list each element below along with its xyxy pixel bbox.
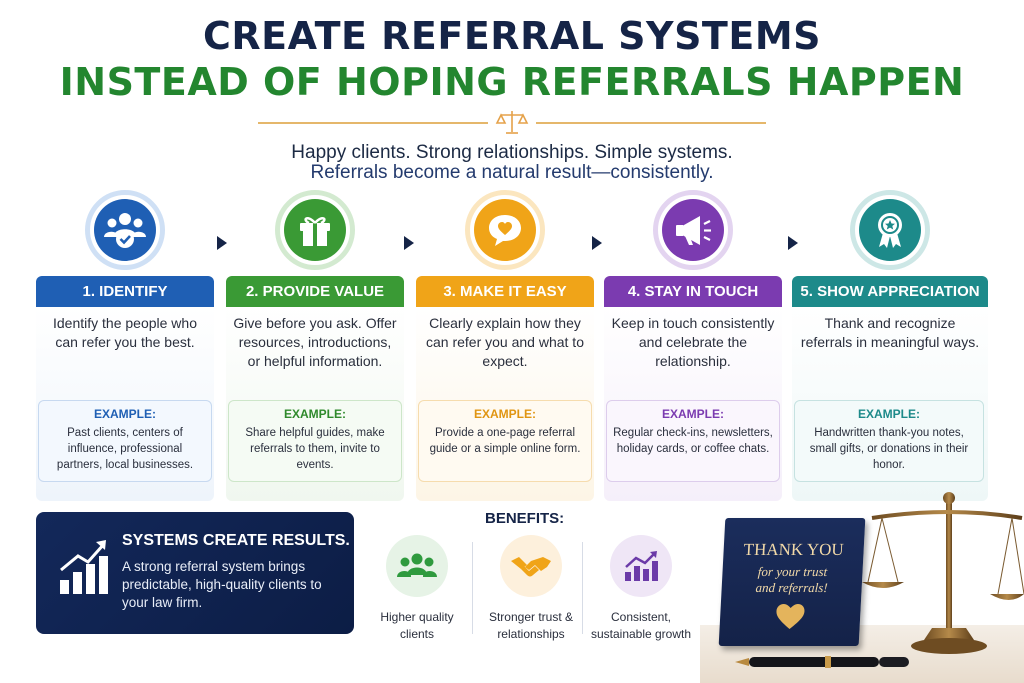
step-description: Thank and recognize referrals in meaning… (800, 315, 980, 350)
example-label: EXAMPLE: (857, 407, 920, 421)
tagline-line-2: Referrals become a natural result—consis… (310, 162, 714, 183)
example-text: Past clients, centers of influence, prof… (56, 427, 194, 471)
results-panel: SYSTEMS CREATE RESULTS. A strong referra… (36, 512, 354, 634)
results-text: A strong referral system brings predicta… (122, 559, 322, 610)
main-title-line-2: INSTEAD OF HOPING REFERRALS HAPPEN (59, 60, 965, 104)
step-description: Give before you ask. Offer resources, in… (233, 315, 397, 369)
handshake-icon (500, 535, 562, 597)
example-text: Regular check-ins, newsletters, holiday … (613, 427, 773, 455)
benefit-item: Stronger trust & relationships (476, 535, 586, 643)
pen-icon (735, 656, 909, 668)
growth-chart-icon (60, 540, 108, 594)
step-description: Clearly explain how they can refer you a… (426, 315, 584, 369)
example-text: Share helpful guides, make referrals to … (245, 427, 385, 471)
thank-you-line-2: for your trust (757, 564, 828, 579)
example-box: EXAMPLE: Share helpful guides, make refe… (228, 400, 402, 482)
megaphone-icon (662, 199, 724, 261)
main-title-line-1: CREATE REFERRAL SYSTEMS (203, 14, 821, 58)
example-text: Provide a one-page referral guide or a s… (429, 427, 581, 455)
people-check-icon (94, 199, 156, 261)
thank-you-heading: THANK YOU (743, 540, 845, 559)
benefit-item: Higher quality clients (362, 535, 472, 643)
award-ribbon-icon (859, 199, 921, 261)
arrow-right-icon (404, 236, 414, 250)
step-description: Keep in touch consistently and celebrate… (611, 315, 775, 369)
results-title: SYSTEMS CREATE RESULTS. (122, 532, 350, 549)
step-header: 5. SHOW APPRECIATION (792, 276, 988, 307)
tagline-line-1: Happy clients. Strong relationships. Sim… (291, 142, 733, 163)
example-text: Handwritten thank-you notes, small gifts… (809, 427, 969, 471)
benefit-label: Stronger trust & relationships (488, 610, 574, 641)
group-icon (386, 535, 448, 597)
scales-of-justice-icon (495, 111, 529, 134)
scales-of-justice-icon (862, 492, 1024, 654)
step-header: 3. MAKE IT EASY (416, 276, 594, 307)
example-label: EXAMPLE: (661, 407, 724, 421)
benefit-divider (582, 542, 583, 634)
title-divider-right (536, 122, 766, 124)
example-label: EXAMPLE: (93, 407, 156, 421)
step-header: 1. IDENTIFY (36, 276, 214, 307)
example-box: EXAMPLE: Regular check-ins, newsletters,… (606, 400, 780, 482)
example-box: EXAMPLE: Provide a one-page referral gui… (418, 400, 592, 482)
step-header: 4. STAY IN TOUCH (604, 276, 782, 307)
benefit-label: Higher quality clients (380, 610, 454, 641)
step-description: Identify the people who can refer you th… (53, 315, 197, 350)
heart-chat-icon (474, 199, 536, 261)
example-box: EXAMPLE: Past clients, centers of influe… (38, 400, 212, 482)
example-label: EXAMPLE: (283, 407, 346, 421)
bar-growth-icon (610, 535, 672, 597)
benefit-divider (472, 542, 473, 634)
title-divider-left (258, 122, 488, 124)
benefit-item: Consistent, sustainable growth (586, 535, 696, 643)
step-header: 2. PROVIDE VALUE (226, 276, 404, 307)
benefits-title: BENEFITS: (485, 510, 565, 527)
example-label: EXAMPLE: (473, 407, 536, 421)
thank-you-line-3: and referrals! (755, 580, 829, 595)
thank-you-card: THANK YOU for your trust and referrals! (718, 518, 866, 646)
benefit-label: Consistent, sustainable growth (590, 610, 692, 641)
arrow-right-icon (592, 236, 602, 250)
gift-icon (284, 199, 346, 261)
heart-icon (776, 604, 805, 629)
example-box: EXAMPLE: Handwritten thank-you notes, sm… (794, 400, 984, 482)
arrow-right-icon (788, 236, 798, 250)
arrow-right-icon (217, 236, 227, 250)
